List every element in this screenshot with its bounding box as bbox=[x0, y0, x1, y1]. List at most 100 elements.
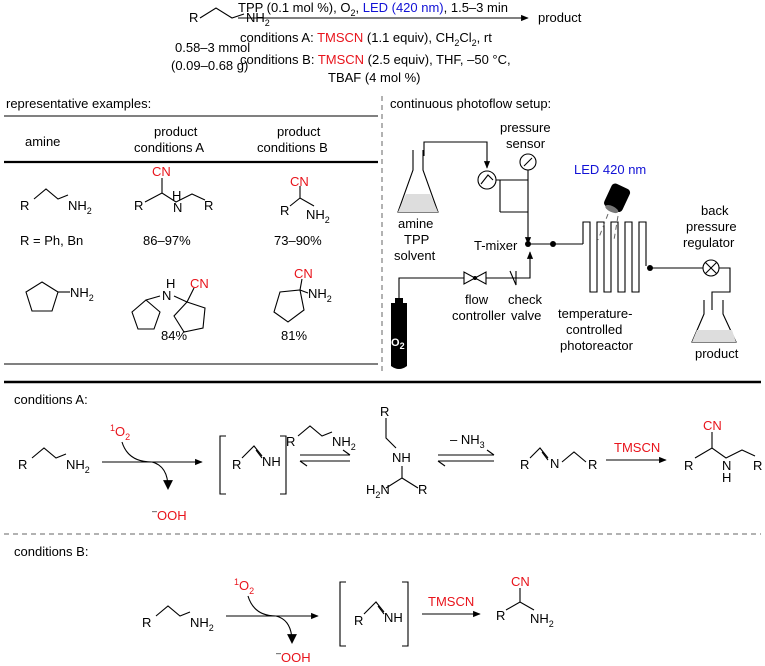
row1-prodA-skeleton bbox=[144, 192, 206, 203]
feed-flask-liquid bbox=[398, 194, 438, 212]
bpr-label-3: regulator bbox=[683, 235, 735, 250]
row2-prodA-bond-left bbox=[145, 295, 161, 301]
photoreactor-coil bbox=[582, 221, 647, 293]
mech-a-tmscn: TMSCN bbox=[614, 440, 660, 455]
mech-a-imine bbox=[241, 445, 263, 459]
mech-a-imine2-r2: R bbox=[588, 457, 597, 472]
top-product-label: product bbox=[538, 10, 582, 25]
flask-label-amine: amine bbox=[398, 216, 433, 231]
row1-prodB-cn: CN bbox=[290, 174, 309, 189]
mech-b-imine-r: R bbox=[354, 613, 363, 628]
row1-yield-a: 86–97% bbox=[143, 233, 191, 248]
reactor-label-2: controlled bbox=[566, 322, 622, 337]
conditions-a-text: conditions A: TMSCN (1.1 equiv), CH2Cl2,… bbox=[240, 30, 492, 48]
mech-b-imine-nh: NH bbox=[384, 610, 403, 625]
o2-cylinder bbox=[391, 303, 407, 369]
row2-yield-b: 81% bbox=[281, 328, 307, 343]
product-flask-liquid bbox=[692, 330, 736, 342]
flow-controller-valve-r bbox=[473, 271, 487, 285]
mech-b-singlet-oxygen: 1O2 bbox=[234, 577, 254, 596]
o2-cylinder-label: O2 bbox=[391, 337, 405, 351]
reactor-label-3: photoreactor bbox=[560, 338, 634, 353]
led-beam-1 bbox=[597, 213, 609, 241]
pressure-label-1: pressure bbox=[500, 120, 551, 135]
r-substituent-note: R = Ph, Bn bbox=[20, 233, 83, 248]
row2-prodA-cn: CN bbox=[190, 276, 209, 291]
bpr-cross-2 bbox=[704, 261, 718, 275]
header-product-b: product bbox=[277, 124, 321, 139]
row1-prodA-n: N bbox=[173, 200, 182, 215]
mech-a-aminal-top bbox=[385, 418, 397, 449]
examples-title: representative examples: bbox=[6, 96, 151, 111]
row1-yield-b: 73–90% bbox=[274, 233, 322, 248]
mech-a-prod-r: R bbox=[684, 458, 693, 473]
mech-b-imine bbox=[363, 601, 385, 615]
mech-a-aminal-h2n: H2N bbox=[366, 482, 390, 500]
mech-a-imine2-tail bbox=[561, 451, 587, 463]
mech-b-o2-curve bbox=[247, 595, 277, 617]
pump-icon bbox=[477, 170, 497, 190]
mech-a-singlet-oxygen: 1O2 bbox=[110, 423, 130, 442]
flow-setup: continuous photoflow setup: amine TPP so… bbox=[390, 96, 739, 369]
check-valve bbox=[509, 270, 517, 286]
mech-b-amine-nh2: NH2 bbox=[190, 615, 214, 633]
mechanism-b: conditions B: R NH2 1O2 –OOH R NH TMSCN … bbox=[14, 544, 554, 665]
mech-b-prod-r: R bbox=[496, 608, 505, 623]
reactant-r: R bbox=[189, 10, 198, 25]
row1-prodA-r: R bbox=[134, 198, 143, 213]
check-valve-label-1: check bbox=[508, 292, 542, 307]
mech-b-bracket-left bbox=[339, 581, 346, 647]
flow-controller-valve-l bbox=[463, 271, 477, 285]
row1-prodA-cn: CN bbox=[152, 164, 171, 179]
row2-prodB-nh2-bond bbox=[299, 289, 309, 294]
header-conditions-a: conditions A bbox=[134, 140, 204, 155]
mech-a-prod-r2: R bbox=[753, 458, 762, 473]
mech-a-eq-amine-nh2: NH2 bbox=[332, 434, 356, 452]
amount-grams: (0.09–0.68 g) bbox=[171, 58, 248, 73]
row1-prodB-r: R bbox=[280, 203, 289, 218]
mech-a-eq2-bottom-head bbox=[437, 460, 446, 467]
mech-b-tmscn: TMSCN bbox=[428, 594, 474, 609]
mech-a-bracket-right bbox=[280, 435, 287, 495]
t-mixer-label: T-mixer bbox=[474, 238, 518, 253]
arrow-conditions-line: TPP (0.1 mol %), O2, LED (420 nm), 1.5–3… bbox=[238, 0, 508, 18]
row1-prodA-r2: R bbox=[204, 198, 213, 213]
row2-prodA-n: N bbox=[162, 288, 171, 303]
mech-a-minus-nh3: – NH3 bbox=[450, 432, 485, 450]
mech-b-ooh-curve bbox=[275, 615, 297, 644]
row2-yield-a: 84% bbox=[161, 328, 187, 343]
mech-a-prod-h: H bbox=[722, 470, 731, 485]
mech-a-eq-top-head bbox=[342, 449, 351, 456]
mech-b-prod-skeleton bbox=[505, 601, 535, 611]
mech-a-prod-n: N bbox=[722, 458, 731, 473]
row2-amine-ring bbox=[25, 281, 59, 312]
mech-b-ooh: –OOH bbox=[276, 648, 311, 665]
mech-a-prod-cn: CN bbox=[703, 418, 722, 433]
row1-prodA-h: H bbox=[172, 188, 181, 203]
mech-a-eq-amine-r: R bbox=[286, 434, 295, 449]
row2-prodA-ring-right bbox=[173, 301, 206, 333]
mech-a-imine2-n: N bbox=[550, 456, 559, 471]
mech-a-aminal-nh: NH bbox=[392, 450, 411, 465]
gauge-needle bbox=[523, 157, 533, 167]
o2-cylinder-cap bbox=[395, 298, 403, 304]
header-amine: amine bbox=[25, 134, 60, 149]
row2-prodA-h: H bbox=[166, 276, 175, 291]
header-conditions-b: conditions B bbox=[257, 140, 328, 155]
check-valve-label-2: valve bbox=[511, 308, 541, 323]
mech-a-title: conditions A: bbox=[14, 392, 88, 407]
mech-a-aminal-r-top: R bbox=[380, 404, 389, 419]
bpr-outlet-line bbox=[711, 267, 731, 310]
flow-controller-label-2: controller bbox=[452, 308, 506, 323]
pressure-label-2: sensor bbox=[506, 136, 546, 151]
mech-a-imine2-double bbox=[541, 451, 549, 461]
row1-amine-skeleton bbox=[33, 188, 69, 200]
flow-controller-center bbox=[473, 276, 477, 280]
row2-prodB-cn: CN bbox=[294, 266, 313, 281]
flask-label-solvent: solvent bbox=[394, 248, 436, 263]
row2-prodB-cn-bond bbox=[299, 278, 303, 291]
row2-prodA-ring-left bbox=[131, 299, 161, 330]
led-beam-2 bbox=[613, 215, 619, 241]
mech-a-prod-skeleton bbox=[694, 447, 756, 459]
